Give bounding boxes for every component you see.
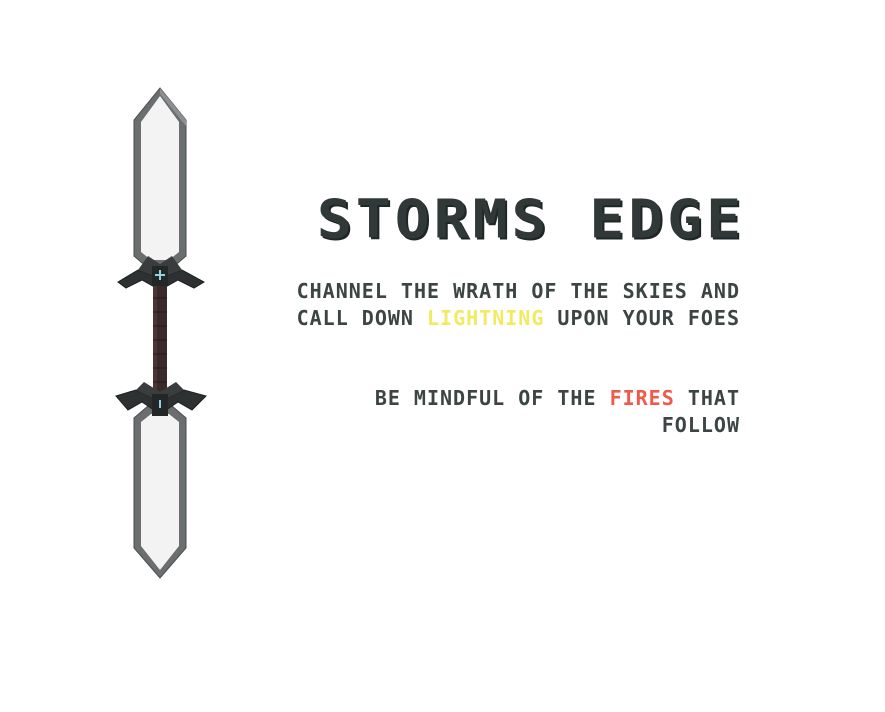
lore-line-1: CHANNEL THE WRATH OF THE SKIES AND CALL … <box>290 278 740 331</box>
lore-line-1-text-a: CHANNEL THE WRATH OF THE SKIES AND CALL … <box>296 279 740 330</box>
lore-line-2: BE MINDFUL OF THE FIRES THAT FOLLOW <box>320 385 740 438</box>
upper-guard <box>117 256 206 291</box>
item-title: STORMS EDGE <box>316 187 745 251</box>
lower-blade <box>133 405 187 579</box>
lower-guard <box>115 382 207 416</box>
double-bladed-sword-icon <box>115 87 207 579</box>
upper-blade <box>133 87 187 269</box>
handle <box>153 286 167 394</box>
lore-line-2-text-a: BE MINDFUL OF THE <box>374 386 610 410</box>
fires-highlight: FIRES <box>609 386 675 410</box>
lore-line-2-text-b: THAT FOLLOW <box>661 386 740 437</box>
lightning-highlight: LIGHTNING <box>427 305 545 330</box>
lore-line-1-text-b: UPON YOUR FOES <box>544 305 740 330</box>
